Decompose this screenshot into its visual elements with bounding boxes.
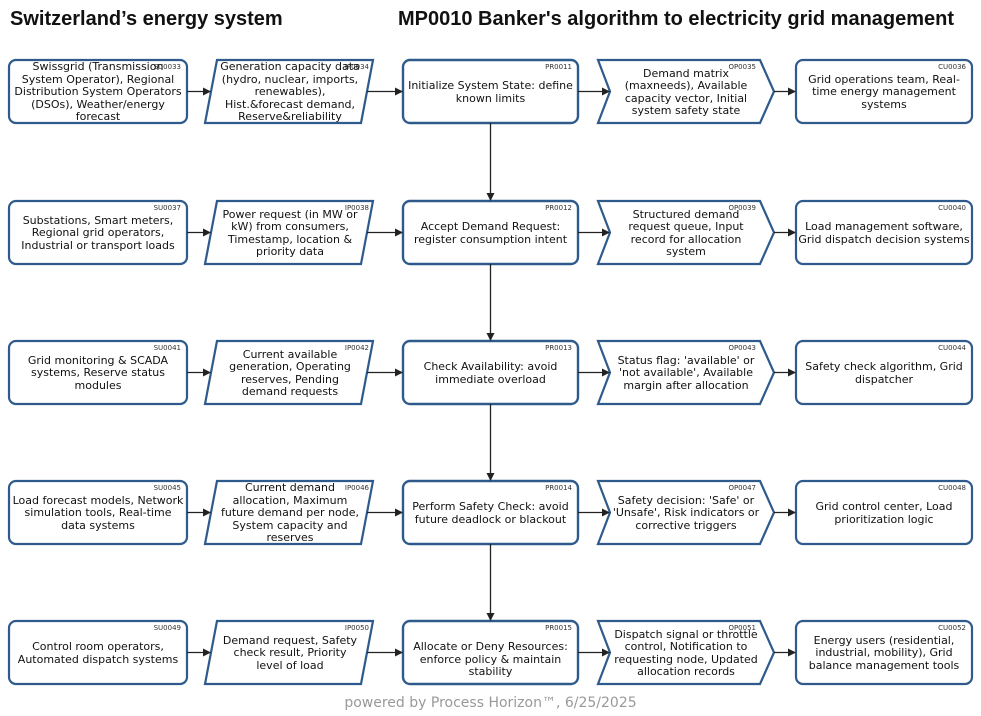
output-text: Structured demand request queue, Input r…	[628, 207, 744, 258]
customer-text: Energy users (residential, industrial, m…	[808, 633, 960, 672]
input-text: Current available generation, Operating …	[229, 347, 351, 398]
customer-text: Grid operations team, Real-time energy m…	[808, 72, 960, 111]
output-shape[interactable]	[596, 339, 776, 406]
input-id-label: IP0050	[344, 624, 369, 632]
process-text: Perform Safety Check: avoid future deadl…	[412, 500, 569, 526]
customer-text: Grid control center, Load prioritization…	[815, 500, 953, 526]
input-text: Current demand allocation, Maximum futur…	[220, 481, 360, 545]
page-title-right: MP0010 Banker's algorithm to electricity…	[398, 8, 955, 30]
customer-text: Safety check algorithm, Grid dispatcher	[805, 360, 963, 386]
customer-shape[interactable]	[794, 479, 974, 546]
process-id-label: PR0011	[545, 63, 572, 71]
output-text: Dispatch signal or throttle control, Not…	[614, 627, 758, 678]
customer-shape[interactable]	[794, 58, 974, 125]
customer-id-label: CU0036	[938, 63, 966, 71]
process-text: Initialize System State: define known li…	[408, 79, 573, 105]
process-id-label: PR0015	[545, 624, 572, 632]
process-text: Allocate or Deny Resources: enforce poli…	[413, 640, 568, 678]
output-shape[interactable]	[596, 199, 776, 266]
input-id-label: IP0038	[344, 204, 369, 212]
input-id-label: IP0046	[344, 484, 369, 492]
output-id-label: OP0051	[728, 624, 756, 632]
output-shape[interactable]	[596, 619, 776, 686]
supplier-text: Load forecast models, Network simulation…	[12, 493, 184, 532]
output-text: Safety decision: 'Safe' or 'Unsafe', Ris…	[612, 493, 760, 532]
input-shape[interactable]	[203, 619, 375, 686]
process-id-label: PR0012	[545, 204, 572, 212]
process-id-label: PR0014	[545, 484, 572, 492]
input-text: Demand request, Safety check result, Pri…	[222, 633, 358, 672]
output-id-label: OP0043	[728, 344, 756, 352]
customer-shape[interactable]	[794, 619, 974, 686]
process-text: Check Availability: avoid immediate over…	[423, 360, 558, 386]
customer-id-label: CU0044	[938, 344, 966, 352]
input-text: Power request (in MW or kW) from consume…	[222, 207, 358, 258]
supplier-text: Substations, Smart meters, Regional grid…	[21, 213, 175, 252]
input-text: Generation capacity data (hydro, nuclear…	[220, 60, 360, 124]
customer-id-label: CU0048	[938, 484, 966, 492]
customer-id-label: CU0040	[938, 204, 966, 212]
process-id-label: PR0013	[545, 344, 572, 352]
output-id-label: OP0039	[728, 204, 756, 212]
input-id-label: IP0042	[344, 344, 369, 352]
supplier-id-label: SU0037	[153, 204, 181, 212]
output-shape[interactable]	[596, 58, 776, 125]
output-id-label: OP0035	[728, 63, 756, 71]
footer-credit: powered by Process Horizon™, 6/25/2025	[344, 695, 637, 711]
output-shape[interactable]	[596, 479, 776, 546]
supplier-id-label: SU0041	[153, 344, 181, 352]
supplier-id-label: SU0045	[153, 484, 181, 492]
customer-text: Load management software, Grid dispatch …	[798, 220, 970, 246]
customer-id-label: CU0052	[938, 624, 966, 632]
input-shape[interactable]	[203, 58, 375, 125]
supplier-text: Control room operators, Automated dispat…	[17, 640, 179, 666]
supplier-id-label: SU0033	[153, 63, 181, 71]
page-title-left: Switzerland’s energy system	[10, 8, 283, 30]
output-text: Status flag: 'available' or 'not availab…	[617, 353, 755, 392]
supplier-text: Grid monitoring & SCADA systems, Reserve…	[27, 353, 169, 392]
customer-shape[interactable]	[794, 339, 974, 406]
process-text: Accept Demand Request: register consumpt…	[413, 220, 568, 246]
input-shape[interactable]	[203, 339, 375, 406]
supplier-text: Swissgrid (Transmission System Operator)…	[14, 60, 182, 124]
output-id-label: OP0047	[728, 484, 756, 492]
customer-shape[interactable]	[794, 199, 974, 266]
output-text: Demand matrix (maxneeds), Available capa…	[624, 66, 748, 117]
input-shape[interactable]	[203, 479, 375, 546]
input-id-label: IP0034	[344, 63, 369, 71]
input-shape[interactable]	[203, 199, 375, 266]
supplier-id-label: SU0049	[153, 624, 181, 632]
